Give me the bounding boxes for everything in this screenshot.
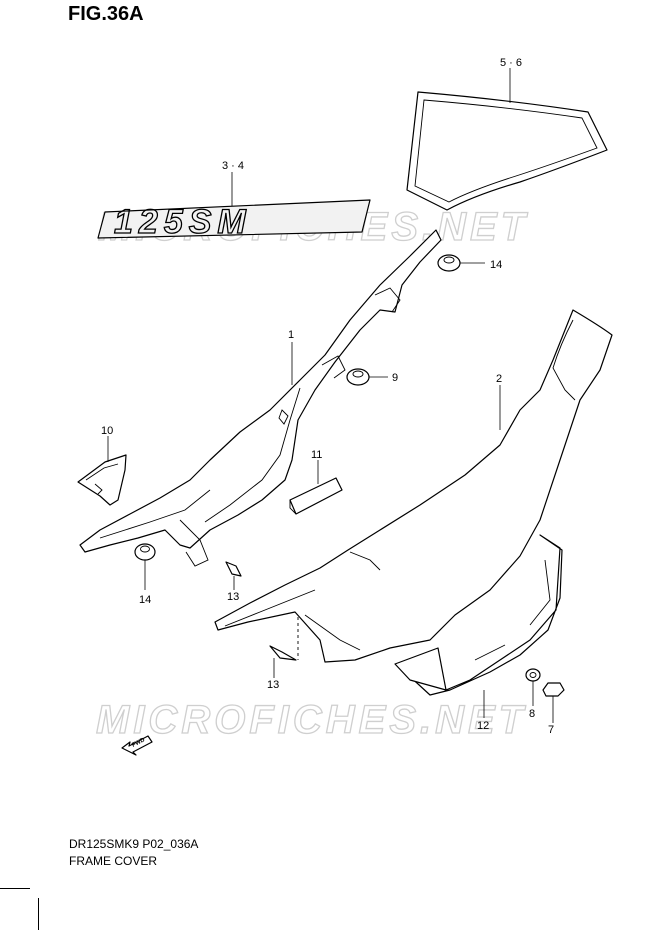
callout-13-lower: 13	[267, 679, 279, 691]
part-14-grommet-upper	[437, 254, 485, 272]
fwd-arrow-icon: FWD	[121, 735, 153, 756]
part-13-screw-lower	[269, 645, 297, 678]
part-12-lower-cover	[394, 534, 563, 718]
callout-13-upper: 13	[227, 591, 239, 603]
part-14-grommet-lower	[134, 543, 156, 590]
callout-5-6: 5 · 6	[500, 57, 522, 69]
fwd-label: FWD	[131, 737, 146, 749]
callout-12: 12	[477, 720, 489, 732]
figure-name: FRAME COVER	[69, 854, 158, 868]
part-13-screw-upper	[225, 561, 242, 590]
watermark-bottom: MICROFICHES.NET	[96, 698, 527, 742]
part-9-grommet	[346, 368, 388, 386]
callout-14-upper: 14	[490, 259, 502, 271]
part-8-washer	[525, 668, 541, 706]
callout-10: 10	[101, 425, 113, 437]
callout-2: 2	[496, 373, 502, 385]
part-1-frame-cover	[79, 229, 442, 567]
part-2-side-cover	[214, 309, 613, 663]
callout-7: 7	[548, 724, 554, 736]
part-11-pad	[289, 460, 343, 515]
callout-9: 9	[392, 372, 398, 384]
corner-mark-vertical	[38, 898, 39, 930]
corner-mark-horizontal	[0, 888, 30, 889]
callout-3-4: 3 · 4	[222, 160, 244, 172]
part-3-4-decal: 125SM	[97, 172, 371, 242]
callout-8: 8	[529, 708, 535, 720]
figure-title: FIG.36A	[68, 3, 144, 25]
part-7-bolt	[542, 682, 565, 723]
part-5-6-frame-sticker	[406, 68, 608, 211]
callout-1: 1	[288, 329, 294, 341]
part-10-bracket	[77, 436, 127, 506]
callout-14-lower: 14	[139, 594, 151, 606]
decal-lettering: 125SM	[114, 203, 252, 241]
callout-11: 11	[311, 449, 322, 461]
figure-code: DR125SMK9 P02_036A	[69, 837, 199, 851]
